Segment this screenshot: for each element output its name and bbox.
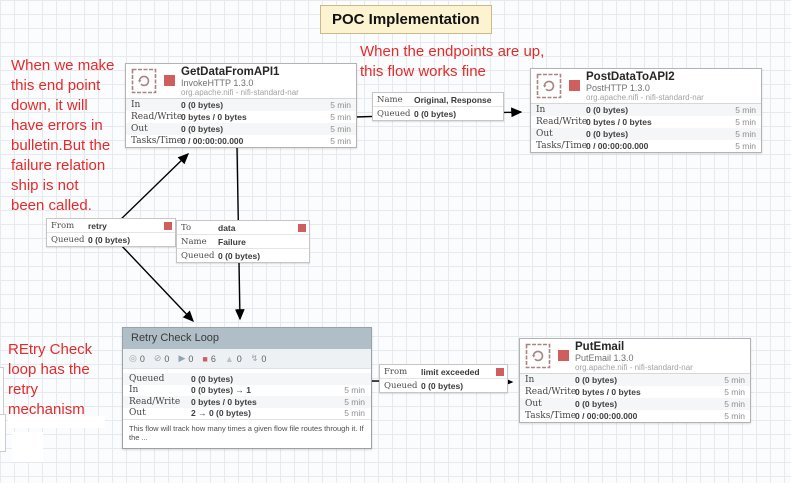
processor-header: PutEmail PutEmail 1.3.0 org.apache.nifi … <box>520 339 750 374</box>
invalid-counter: ▲ 0 <box>224 353 242 364</box>
transmitting-counter: ◎ 0 <box>129 353 145 364</box>
process-group-retry-check-loop[interactable]: Retry Check Loop ◎ 0 ⊘ 0 ▶ 0 ■ 6 ▲ 0 <box>122 327 372 449</box>
process-group-name: Retry Check Loop <box>123 328 371 349</box>
port-stopped-icon <box>298 224 306 232</box>
stat-row-out: Out 0 (0 bytes) 5 min <box>520 398 750 410</box>
edge-label-to-group[interactable] <box>118 242 194 323</box>
connection-to-row: To data <box>177 221 309 235</box>
putemail-processor-icon <box>525 343 551 369</box>
connection-name-row: Name Original, Response <box>373 93 503 107</box>
processor-type: PutEmail 1.3.0 <box>575 353 634 363</box>
stat-row-in: In 0 (0 bytes) 5 min <box>520 374 750 386</box>
stat-row-in: In 0 (0 bytes) → 1 5 min <box>129 385 365 396</box>
stopped-icon: ■ <box>202 353 208 364</box>
processor-type: InvokeHTTP 1.3.0 <box>181 78 254 88</box>
processor-name: GetDataFromAPI1 <box>181 66 280 78</box>
processor-name: PutEmail <box>575 341 625 353</box>
stat-row-out: Out 0 (0 bytes) 5 min <box>531 128 761 140</box>
processor-bundle: org.apache.nifi - nifi-standard-nar <box>586 93 704 102</box>
invalid-icon: ▲ <box>224 353 234 364</box>
stat-row-queued: Queued 0 (0 bytes) <box>123 373 371 385</box>
stat-row-taskstime: Tasks/Time 0 / 00:00:00.000 5 min <box>536 141 756 151</box>
running-icon: ▶ <box>178 353 186 363</box>
stopped-counter: ■ 6 <box>202 353 216 364</box>
processor-postdatatoapi2[interactable]: PostDataToAPI2 PostHTTP 1.3.0 org.apache… <box>530 68 762 153</box>
port-stopped-icon <box>496 368 504 376</box>
annotation-endpoints-note[interactable]: When the endpoints are up, this flow wor… <box>360 43 545 80</box>
connection-queued-row: Queued 0 (0 bytes) <box>377 108 457 119</box>
stat-row-readwrite: Read/Write 0 bytes / 0 bytes 5 min <box>123 396 371 408</box>
connection-label-to-data-failure[interactable]: To data Name Failure Queued 0 (0 bytes) <box>176 220 310 263</box>
processor-header: GetDataFromAPI1 InvokeHTTP 1.3.0 org.apa… <box>126 64 356 99</box>
connection-label-from-retry[interactable]: From retry Queued 0 (0 bytes) <box>46 218 176 247</box>
process-group-status-bar: ◎ 0 ⊘ 0 ▶ 0 ■ 6 ▲ 0 ↯ 0 <box>123 349 371 369</box>
processor-header: PostDataToAPI2 PostHTTP 1.3.0 org.apache… <box>531 69 761 104</box>
processor-bundle: org.apache.nifi - nifi-standard-nar <box>575 363 693 372</box>
stat-row-in: In 0 (0 bytes) 5 min <box>126 99 356 111</box>
connection-label-from-limit-exceeded[interactable]: From limit exceeded Queued 0 (0 bytes) <box>379 364 508 393</box>
not-transmitting-icon: ⊘ <box>153 353 162 363</box>
not-transmitting-counter: ⊘ 0 <box>153 353 170 364</box>
connection-queued-row: Queued 0 (0 bytes) <box>181 250 261 261</box>
stat-row-readwrite: Read/Write 0 bytes / 0 bytes 5 min <box>536 117 756 127</box>
redaction-blob <box>12 432 43 462</box>
cutoff-connection-label[interactable] <box>0 414 6 452</box>
disabled-counter: ↯ 0 <box>250 353 267 364</box>
edge-retry-to-get[interactable] <box>115 153 190 225</box>
redaction-blob <box>8 416 105 428</box>
connection-label-original-response[interactable]: Name Original, Response Queued 0 (0 byte… <box>372 92 504 121</box>
port-stopped-icon <box>164 222 172 230</box>
stopped-indicator-icon <box>558 350 569 361</box>
stat-row-taskstime: Tasks/Time 0 / 00:00:00.000 5 min <box>131 136 351 146</box>
disabled-icon: ↯ <box>250 353 259 363</box>
stat-row-taskstime: Tasks/Time 0 / 00:00:00.000 5 min <box>525 411 745 421</box>
annotation-retry-note[interactable]: REtry Check loop has the retry mechanism <box>8 341 93 418</box>
processor-getdatafromapi1[interactable]: GetDataFromAPI1 InvokeHTTP 1.3.0 org.apa… <box>125 63 357 148</box>
stat-row-in: In 0 (0 bytes) 5 min <box>531 104 761 116</box>
stopped-indicator-icon <box>164 75 175 86</box>
flow-title-label[interactable]: POC Implementation <box>320 5 492 34</box>
invokehttp-processor-icon <box>131 68 157 94</box>
annotation-failure-note[interactable]: When we make this end point down, it wil… <box>11 57 115 214</box>
processor-bundle: org.apache.nifi - nifi-standard-nar <box>181 88 299 97</box>
stat-row-readwrite: Read/Write 0 bytes / 0 bytes 5 min <box>525 387 745 397</box>
connection-queued-row: Queued 0 (0 bytes) <box>384 380 464 391</box>
flow-title-text: POC Implementation <box>332 11 480 28</box>
stat-row-readwrite: Read/Write 0 bytes / 0 bytes 5 min <box>131 112 351 122</box>
processor-type: PostHTTP 1.3.0 <box>586 83 650 93</box>
connection-from-row: From retry <box>47 219 175 233</box>
connection-queued-row: Queued 0 (0 bytes) <box>51 234 131 245</box>
stopped-indicator-icon <box>569 80 580 91</box>
process-group-comment: This flow will track how many times a gi… <box>123 419 371 448</box>
connection-name-row: Name Failure <box>177 235 309 249</box>
processor-putemail[interactable]: PutEmail PutEmail 1.3.0 org.apache.nifi … <box>519 338 751 423</box>
posthttp-processor-icon <box>536 73 562 99</box>
transmitting-icon: ◎ <box>129 353 137 363</box>
stat-row-out: Out 0 (0 bytes) 5 min <box>126 123 356 135</box>
processor-name: PostDataToAPI2 <box>586 71 675 83</box>
connection-from-row: From limit exceeded <box>380 365 507 379</box>
running-counter: ▶ 0 <box>178 353 194 364</box>
stat-row-out: Out 2 → 0 (0 bytes) 5 min <box>129 408 365 419</box>
